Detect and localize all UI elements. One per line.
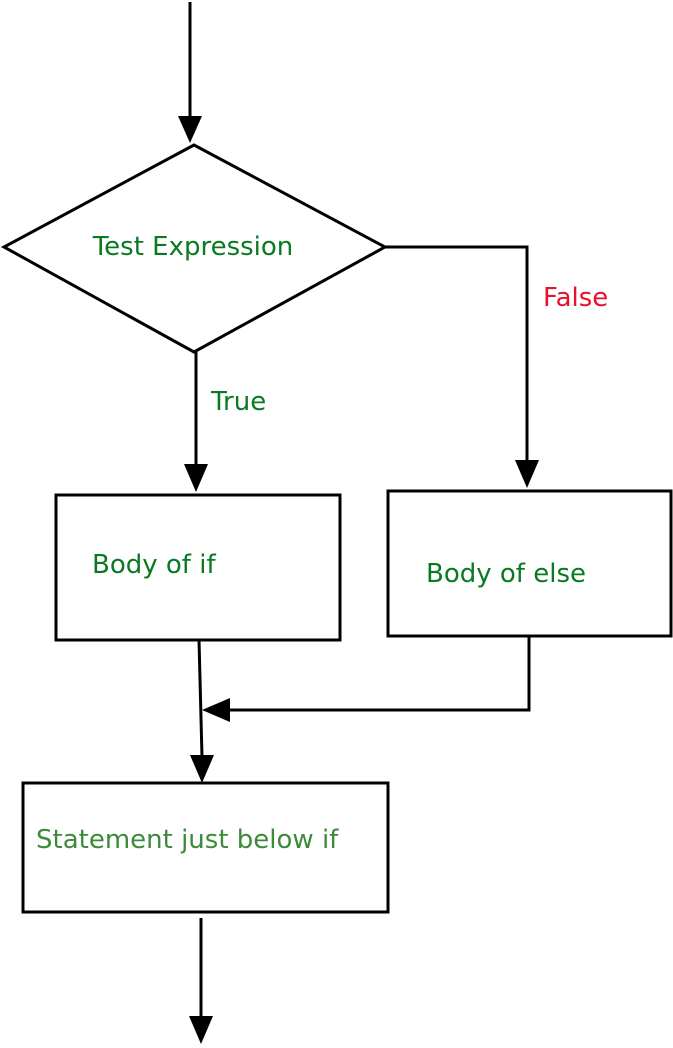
- entry-arrow: [178, 2, 202, 143]
- else-merge-arrow: [202, 636, 531, 722]
- true-branch-arrow: [184, 352, 208, 492]
- false-branch-label: False: [543, 283, 608, 313]
- if-merge-arrow: [190, 639, 214, 783]
- body-else-label: Body of else: [426, 559, 586, 589]
- body-if-label: Body of if: [92, 550, 216, 580]
- body-else-node: Body of else: [386, 489, 673, 638]
- decision-label: Test Expression: [92, 232, 294, 262]
- body-if-box: [54, 493, 342, 642]
- decision-diamond: [0, 143, 389, 354]
- body-if-node: Body of if: [54, 493, 342, 642]
- exit-arrow: [189, 918, 213, 1044]
- after-label: Statement just below if: [36, 825, 339, 855]
- after-box: [21, 781, 390, 914]
- after-node: Statement just below if: [21, 781, 390, 914]
- true-branch-label: True: [210, 387, 266, 417]
- decision-node: Test Expression: [0, 143, 389, 354]
- false-branch-arrow: [385, 245, 539, 488]
